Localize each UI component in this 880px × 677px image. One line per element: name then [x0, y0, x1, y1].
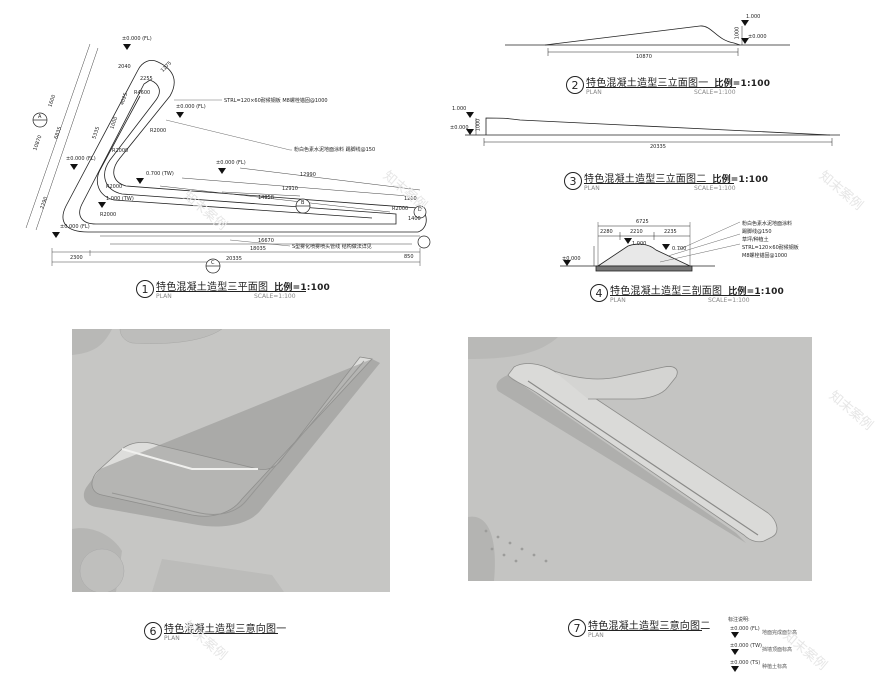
plan-dim: 1600 [47, 93, 58, 109]
section-note: 踢脚线@150 [742, 229, 772, 235]
plan-dim: 2255 [140, 76, 153, 82]
render-view-1 [72, 329, 390, 592]
elev1-dim: 10870 [636, 54, 652, 60]
elev2-base-level: ±0.000 [450, 125, 469, 131]
plan-dim: 850 [404, 254, 414, 260]
plan-level-tw: 0.700 (TW) [146, 171, 174, 177]
level-triangle-icon [731, 632, 739, 638]
caption-title: 特色混凝土造型三立面图一比例=1:100 [586, 78, 771, 89]
caption-plan-word: PLAN [586, 89, 602, 96]
render-view-2 [468, 337, 812, 581]
caption-plan-word: PLAN [610, 297, 626, 304]
plan-level-tw: 1.000 (TW) [106, 196, 134, 202]
caption-plan-word: PLAN [588, 632, 604, 639]
section-note: 草坪/种植土 [742, 237, 769, 243]
plan-note: STRL=120×60耐候钢板 M8螺栓锚固@1000 [224, 98, 328, 104]
section-dim: 2210 [630, 229, 643, 235]
plan-dim: 5335 [91, 125, 102, 141]
elev2-top-level: 1.000 [452, 106, 467, 112]
caption-plan-word: PLAN [584, 185, 600, 192]
plan-dim: 6835 [53, 125, 64, 141]
caption-number: 7 [568, 619, 586, 637]
caption-scale-sub: SCALE=1:100 [694, 185, 736, 192]
section-level: 1.000 [632, 241, 647, 247]
plan-section-tag: D [418, 207, 422, 213]
plan-dim: 18035 [250, 246, 266, 252]
legend-row: ±0.000 (FL) 地面完成面标高 [730, 626, 798, 638]
section-note: M8螺栓锚固@1000 [742, 253, 788, 259]
plan-radius: R2000 [100, 212, 117, 218]
level-triangle-icon [731, 666, 739, 672]
plan-note: 粉白色素水泥地面涂料 踢脚线@150 [294, 147, 376, 153]
plan-dim: 10870 [32, 134, 44, 152]
caption-scale-sub: SCALE=1:100 [708, 297, 750, 304]
section-level: ±0.000 [562, 256, 581, 262]
plan-section-tag: A [38, 114, 42, 120]
plan-level-label: ±0.000 (FL) [122, 36, 152, 42]
section-note: 粉白色素水泥地面涂料 [742, 221, 793, 227]
elev2-dim: 20335 [650, 144, 666, 150]
plan-dim: 1200 [404, 196, 417, 202]
caption-scale-sub: SCALE=1:100 [254, 293, 296, 300]
render-bollards [484, 529, 548, 563]
plan-radius: R2000 [112, 148, 129, 154]
plan-dim: 1000 [109, 115, 120, 131]
plan-dim: 12910 [282, 186, 298, 192]
caption-title: 特色混凝土造型三意向图一 [164, 624, 287, 635]
plan-dim: 2290 [39, 195, 50, 211]
plan-radius: R2000 [150, 128, 167, 134]
plan-note: S型雾化喷雾喷头管线 结构做法详见 [292, 244, 372, 250]
plan-level-label: ±0.000 (FL) [66, 156, 96, 162]
caption-title: 特色混凝土造型三立面图二比例=1:100 [584, 174, 769, 185]
plan-dim: 1400 [408, 216, 421, 222]
plan-dim: 1275 [159, 60, 173, 74]
caption-number: 6 [144, 622, 162, 640]
elev2-small-dim: 1000 [475, 118, 482, 132]
plan-radius: R2000 [106, 184, 123, 190]
level-triangle-icon [731, 649, 739, 655]
plan-dim: 12990 [300, 172, 316, 178]
caption-title: 特色混凝土造型三剖面图比例=1:100 [610, 286, 784, 297]
section-dim: 2280 [600, 229, 613, 235]
caption-scale-sub: SCALE=1:100 [694, 89, 736, 96]
caption-number: 1 [136, 280, 154, 298]
legend-row: ±0.000 (TW) 挡墙顶面标高 [730, 643, 793, 655]
plan-level-label: ±0.000 (FL) [60, 224, 90, 230]
caption-number: 3 [564, 172, 582, 190]
plan-dim: 14958 [258, 195, 274, 201]
plan-dim: 20335 [226, 256, 242, 262]
section-dim: 6725 [636, 219, 649, 225]
caption-number: 4 [590, 284, 608, 302]
caption-plan-word: PLAN [156, 293, 172, 300]
plan-dim: 2040 [118, 64, 131, 70]
caption-title: 特色混凝土造型三意向图二 [588, 621, 711, 632]
plan-radius: R4600 [134, 90, 151, 96]
caption-plan-word: PLAN [164, 635, 180, 642]
plan-dim: 4025 [119, 91, 130, 107]
section-note: STRL=120×60耐候钢板 [742, 245, 799, 251]
plan-level-label: ±0.000 (FL) [176, 104, 206, 110]
caption-number: 2 [566, 76, 584, 94]
section-dim: 2235 [664, 229, 677, 235]
legend-title: 标注说明: [728, 617, 750, 623]
plan-radius: R2000 [392, 206, 409, 212]
caption-title: 特色混凝土造型三平面图比例=1:100 [156, 282, 330, 293]
plan-level-label: ±0.000 (FL) [216, 160, 246, 166]
plan-section-tag: C [211, 260, 215, 266]
plan-dim: 2300 [70, 255, 83, 261]
elev1-base-level: ±0.000 [748, 34, 767, 40]
legend-row: ±0.000 (TS) 种植土标高 [730, 660, 788, 672]
plan-dim: 16670 [258, 238, 274, 244]
elev1-small-dim: 1000 [734, 26, 741, 40]
section-level: 0.700 [672, 246, 687, 252]
elev1-top-level: 1.000 [746, 14, 761, 20]
plan-section-tag: B [301, 200, 305, 206]
level-legend: 标注说明: ±0.000 (FL) 地面完成面标高 ±0.000 (TW) 挡墙… [728, 616, 848, 677]
